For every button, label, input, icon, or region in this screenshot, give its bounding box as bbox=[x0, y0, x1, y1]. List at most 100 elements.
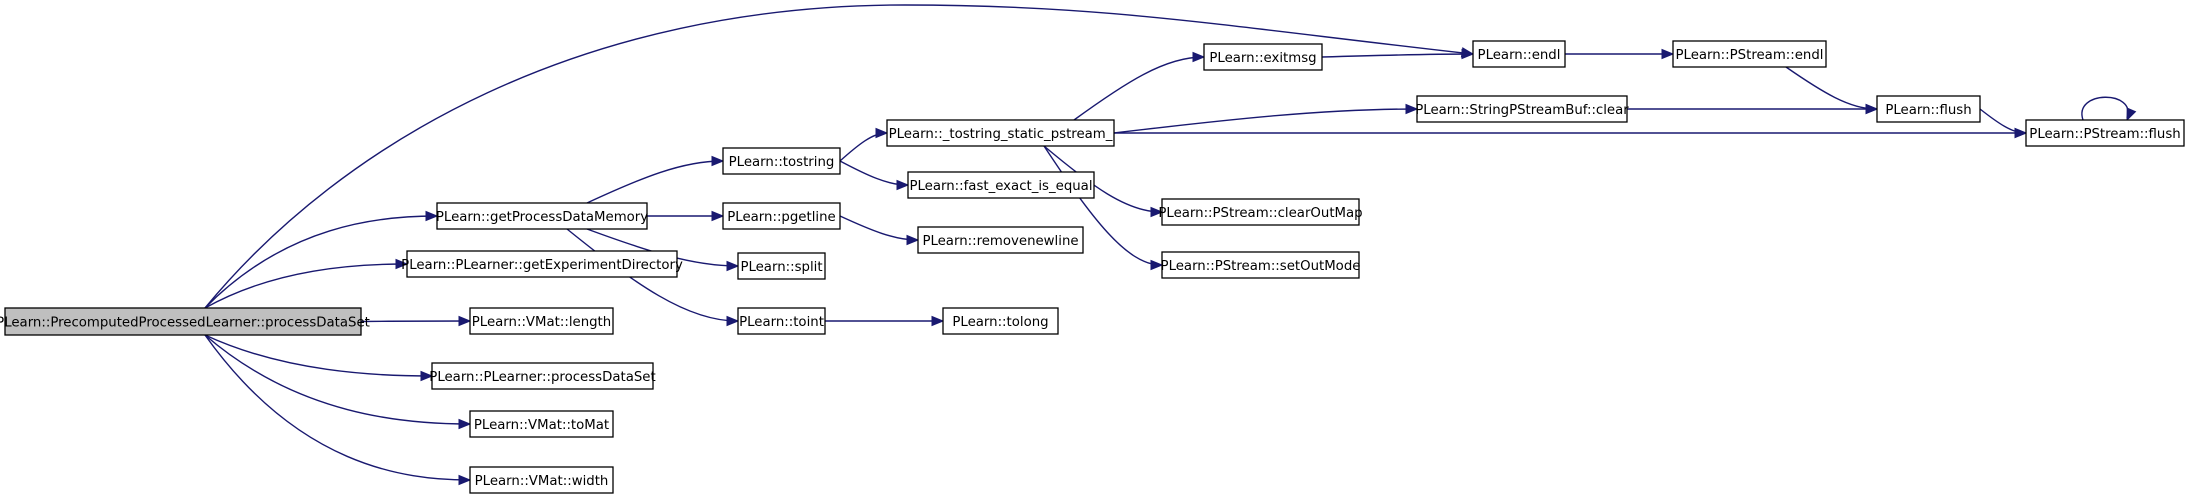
edge-root-to-vlen-arrowhead bbox=[458, 315, 472, 327]
node-tostr[interactable]: PLearn::tostring bbox=[722, 147, 841, 175]
edge-tssp-to-pssom-line bbox=[1043, 145, 1162, 266]
edge-tssp-to-exitm bbox=[1073, 51, 1206, 121]
node-pscom-label: PLearn::PStream::clearOutMap bbox=[1158, 206, 1362, 221]
node-flush[interactable]: PLearn::flush bbox=[1876, 95, 1981, 123]
node-pssom[interactable]: PLearn::PStream::setOutMode bbox=[1161, 251, 1361, 279]
edge-endl-to-psendl bbox=[1565, 48, 1675, 60]
node-split[interactable]: PLearn::split bbox=[737, 252, 826, 280]
edge-root-to-ppds bbox=[204, 334, 434, 382]
nodes-layer: PLearn::PrecomputedProcessedLearner::pro… bbox=[0, 40, 2185, 494]
node-psflush-label: PLearn::PStream::flush bbox=[2029, 127, 2180, 142]
edge-pget-to-rnl-line bbox=[839, 215, 918, 241]
node-toint-label: PLearn::toint bbox=[739, 315, 824, 330]
edge-tostr-to-tssp bbox=[839, 127, 889, 162]
edge-root-to-endl-line bbox=[204, 4, 1473, 309]
edge-tssp-to-psflush bbox=[1114, 127, 2028, 139]
node-root-box bbox=[4, 307, 362, 336]
edge-spbc-to-flush-arrowhead bbox=[1865, 103, 1879, 115]
edge-gpdm-to-toint bbox=[566, 228, 740, 327]
node-gpdm[interactable]: PLearn::getProcessDataMemory bbox=[436, 202, 648, 230]
node-psflush[interactable]: PLearn::PStream::flush bbox=[2025, 119, 2185, 147]
edge-gpdm-to-pget bbox=[646, 210, 725, 222]
node-tssp-box bbox=[886, 119, 1115, 147]
node-ged-box bbox=[406, 250, 678, 278]
edge-gpdm-to-pget-arrowhead bbox=[711, 210, 725, 222]
node-vwid[interactable]: PLearn::VMat::width bbox=[469, 466, 614, 494]
node-feie-box bbox=[907, 171, 1095, 199]
edge-psflush-to-psflush-arrowhead bbox=[2126, 107, 2137, 122]
edge-tssp-to-spbc-arrowhead bbox=[1405, 103, 1419, 115]
edge-spbc-to-flush bbox=[1627, 103, 1879, 115]
node-exitm[interactable]: PLearn::exitmsg bbox=[1203, 43, 1323, 71]
edge-root-to-ppds-line bbox=[204, 334, 432, 377]
node-vwid-box bbox=[469, 466, 614, 494]
node-ged[interactable]: PLearn::PLearner::getExperimentDirectory bbox=[401, 250, 683, 278]
edge-tssp-to-spbc-line bbox=[1113, 108, 1417, 134]
node-flush-label: PLearn::flush bbox=[1885, 103, 1971, 118]
node-tssp[interactable]: PLearn::_tostring_static_pstream_ bbox=[886, 119, 1115, 147]
node-ppds-label: PLearn::PLearner::processDataSet bbox=[429, 370, 655, 385]
edge-root-to-gpdm-line bbox=[204, 215, 437, 309]
edge-gpdm-to-split-arrowhead bbox=[726, 260, 740, 272]
node-psendl[interactable]: PLearn::PStream::endl bbox=[1672, 40, 1827, 68]
node-vtomat-box bbox=[469, 410, 614, 438]
node-tostr-box bbox=[722, 147, 841, 175]
node-vlen-box bbox=[469, 307, 614, 335]
node-psflush-box bbox=[2025, 119, 2185, 147]
edge-root-to-vtomat-line bbox=[204, 334, 470, 425]
node-exitm-label: PLearn::exitmsg bbox=[1209, 51, 1316, 66]
edge-root-to-vlen-line bbox=[360, 320, 470, 323]
node-feie[interactable]: PLearn::fast_exact_is_equal bbox=[907, 171, 1095, 199]
edge-root-to-ged bbox=[204, 258, 409, 309]
node-vlen[interactable]: PLearn::VMat::length bbox=[469, 307, 614, 335]
edge-tostr-to-feie bbox=[839, 160, 910, 191]
node-rnl[interactable]: PLearn::removenewline bbox=[917, 226, 1084, 254]
node-split-label: PLearn::split bbox=[740, 260, 822, 275]
node-psendl-box bbox=[1672, 40, 1827, 68]
node-ppds[interactable]: PLearn::PLearner::processDataSet bbox=[429, 362, 656, 390]
edge-gpdm-to-tostr bbox=[586, 155, 725, 204]
edge-gpdm-to-toint-arrowhead bbox=[726, 315, 740, 327]
node-tolong[interactable]: PLearn::tolong bbox=[942, 307, 1059, 335]
node-root-label: PLearn::PrecomputedProcessedLearner::pro… bbox=[0, 316, 370, 331]
node-gpdm-label: PLearn::getProcessDataMemory bbox=[436, 210, 648, 225]
edge-tssp-to-pscom-line bbox=[1043, 145, 1162, 213]
edge-psendl-to-flush bbox=[1785, 66, 1879, 115]
edge-root-to-vlen bbox=[360, 315, 472, 327]
node-tssp-label: PLearn::_tostring_static_pstream_ bbox=[889, 127, 1113, 142]
node-spbc[interactable]: PLearn::StringPStreamBuf::clear bbox=[1415, 95, 1629, 123]
edge-root-to-vtomat-arrowhead bbox=[458, 418, 472, 430]
node-pget-box bbox=[722, 202, 841, 230]
node-vwid-label: PLearn::VMat::width bbox=[475, 474, 609, 489]
node-pget[interactable]: PLearn::pgetline bbox=[722, 202, 841, 230]
node-root[interactable]: PLearn::PrecomputedProcessedLearner::pro… bbox=[0, 307, 370, 336]
node-toint[interactable]: PLearn::toint bbox=[737, 307, 826, 335]
node-gpdm-box bbox=[436, 202, 648, 230]
node-pssom-box bbox=[1161, 251, 1360, 279]
node-vtomat[interactable]: PLearn::VMat::toMat bbox=[469, 410, 614, 438]
node-vlen-label: PLearn::VMat::length bbox=[472, 315, 611, 330]
edge-psendl-to-flush-line bbox=[1785, 66, 1877, 110]
node-spbc-label: PLearn::StringPStreamBuf::clear bbox=[1415, 103, 1629, 118]
edge-tssp-to-exitm-line bbox=[1073, 56, 1204, 121]
node-exitm-box bbox=[1203, 43, 1323, 71]
edge-root-to-vtomat bbox=[204, 334, 472, 430]
node-pssom-label: PLearn::PStream::setOutMode bbox=[1161, 259, 1361, 274]
node-tolong-label: PLearn::tolong bbox=[952, 315, 1048, 330]
node-toint-box bbox=[737, 307, 826, 335]
node-ppds-box bbox=[431, 362, 654, 390]
edge-gpdm-to-tostr-arrowhead bbox=[711, 155, 725, 167]
node-rnl-box bbox=[917, 226, 1084, 254]
edge-exitm-to-endl-arrowhead bbox=[1461, 48, 1475, 60]
node-endl-label: PLearn::endl bbox=[1478, 48, 1561, 63]
edge-pget-to-rnl-arrowhead bbox=[906, 234, 920, 246]
edge-pget-to-rnl bbox=[839, 215, 920, 246]
edge-root-to-vwid-line bbox=[204, 334, 470, 481]
node-endl[interactable]: PLearn::endl bbox=[1472, 40, 1566, 68]
edge-root-to-gpdm bbox=[204, 210, 439, 309]
edge-root-to-gpdm-arrowhead bbox=[425, 210, 439, 222]
edge-gpdm-to-toint-line bbox=[566, 228, 738, 322]
edge-tostr-to-tssp-arrowhead bbox=[875, 127, 889, 139]
edge-flush-to-psflush bbox=[1979, 108, 2028, 139]
node-pscom[interactable]: PLearn::PStream::clearOutMap bbox=[1158, 198, 1363, 226]
